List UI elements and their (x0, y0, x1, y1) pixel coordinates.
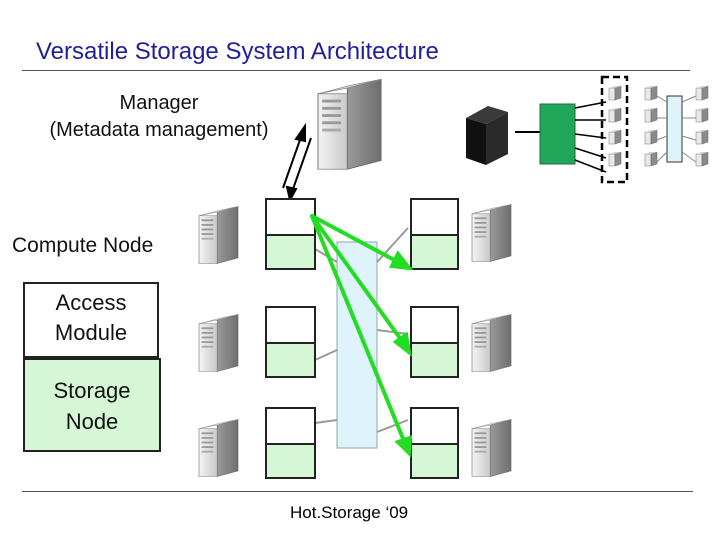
legend-access-line1: Access (55, 290, 127, 315)
footer-divider (22, 491, 693, 492)
replication-arrows (310, 214, 414, 458)
inset-switch (666, 95, 683, 163)
access-module (410, 198, 459, 236)
storage-node (265, 443, 316, 479)
title-divider (22, 70, 690, 71)
access-module (265, 407, 316, 445)
inset-green-module (539, 103, 576, 165)
left-node-3 (265, 407, 316, 479)
slide-title: Versatile Storage System Architecture (36, 38, 439, 65)
right-node-1 (410, 198, 459, 270)
manager-exchange-arrows-icon (282, 122, 312, 203)
manager-server-icon (316, 78, 383, 171)
inset-dashed-group (600, 75, 629, 184)
legend-access-line2: Module (54, 320, 128, 345)
inset-switch-links (656, 95, 697, 163)
compute-server-icon-left-1 (198, 205, 239, 265)
left-node-1 (265, 198, 316, 270)
manager-label-line2: (Metadata management) (49, 119, 269, 141)
access-module (265, 306, 316, 344)
compute-server-icon-right-1 (471, 203, 512, 263)
legend-storage-node: Storage Node (23, 358, 161, 452)
storage-node (265, 234, 316, 270)
access-module (410, 306, 459, 344)
legend-access-module: Access Module (23, 282, 159, 358)
storage-node (410, 342, 459, 378)
left-node-2 (265, 306, 316, 378)
manager-label: Manager (Metadata management) (14, 90, 304, 144)
access-module (410, 407, 459, 445)
right-node-2 (410, 306, 459, 378)
legend-storage-line1: Storage (53, 378, 131, 403)
legend-storage-line2: Node (65, 409, 119, 434)
compute-node-label: Compute Node (12, 234, 154, 257)
manager-label-line1: Manager (119, 92, 199, 114)
compute-server-icon-right-2 (471, 313, 512, 373)
storage-node (410, 443, 459, 479)
footer-citation: Hot.Storage ‘09 (290, 503, 409, 522)
compute-server-icon-right-3 (471, 418, 512, 478)
inset-diagram (466, 75, 709, 184)
right-node-3 (410, 407, 459, 479)
compute-server-icon-left-2 (198, 313, 239, 373)
storage-node (265, 342, 316, 378)
inset-mini-servers (608, 85, 709, 167)
access-module (265, 198, 316, 236)
network-switch (336, 241, 378, 449)
storage-node (410, 234, 459, 270)
compute-server-icon-left-3 (198, 418, 239, 478)
connector-lines (314, 227, 409, 433)
black-disk-icon (466, 106, 508, 165)
